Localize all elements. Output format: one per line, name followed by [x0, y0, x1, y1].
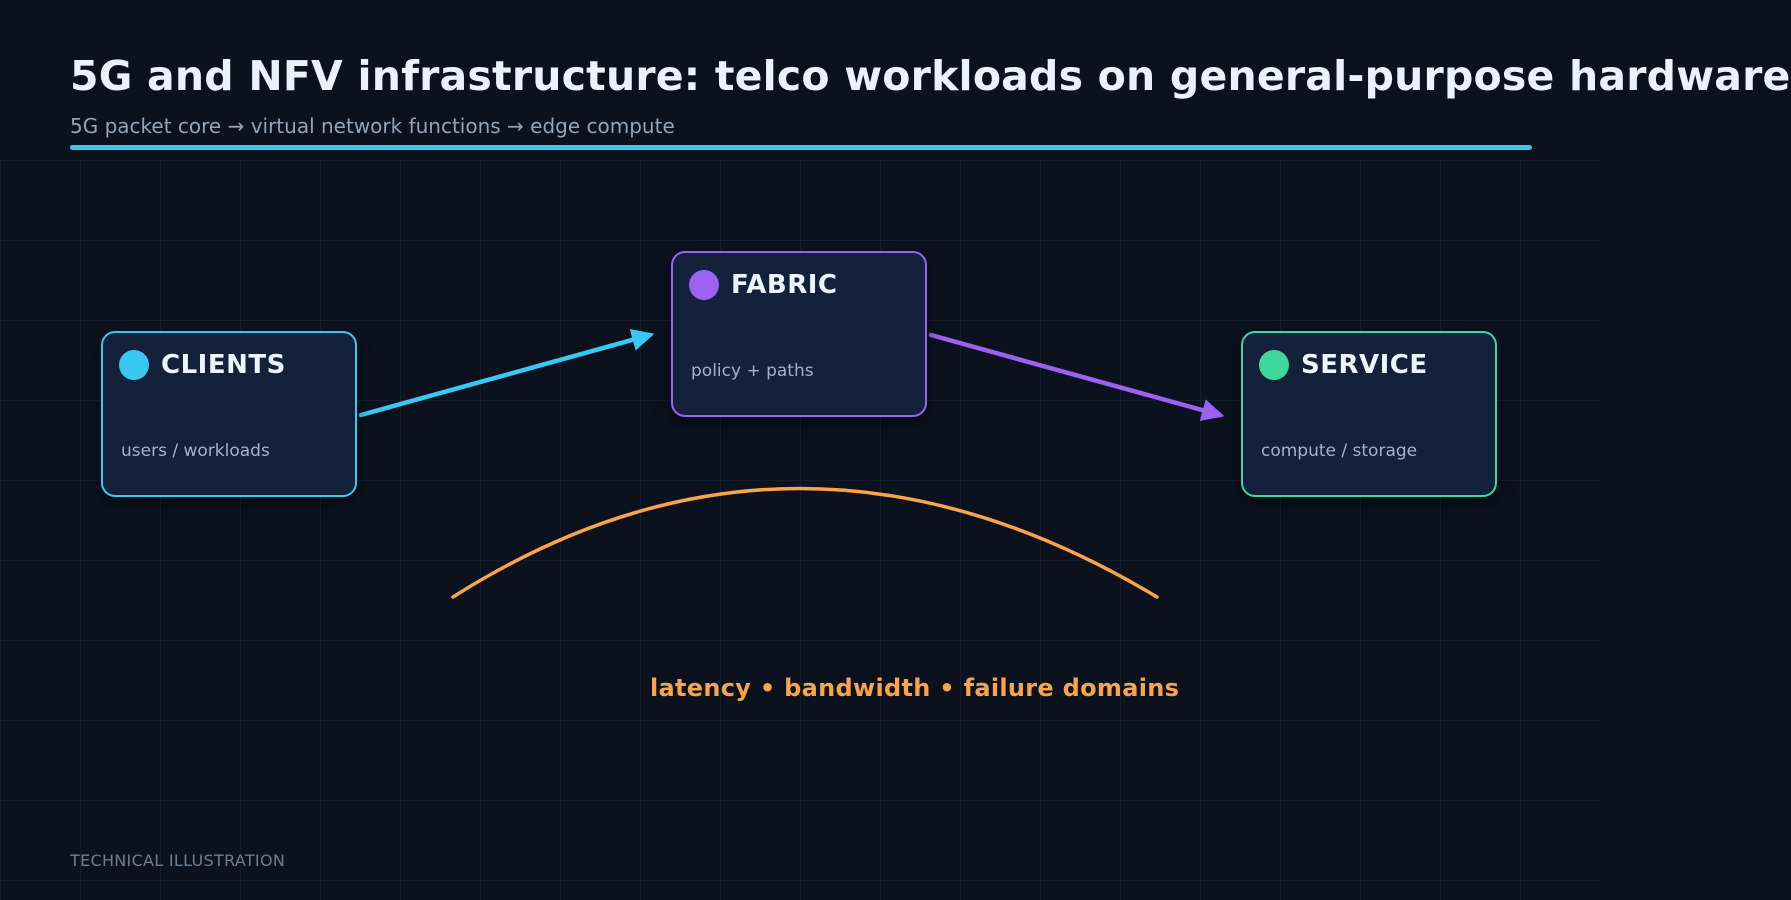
node-clients-title: CLIENTS [161, 350, 286, 380]
node-service-description: compute / storage [1261, 441, 1418, 461]
node-service-title: SERVICE [1301, 350, 1428, 380]
constraint-annotation: latency • bandwidth • failure domains [650, 674, 1180, 702]
constraint-arc [451, 486, 1159, 599]
connector-fabric-to-service [928, 332, 1225, 422]
diagram-page: 5G and NFV infrastructure: telco workloa… [0, 52, 1791, 900]
node-fabric-description: policy + paths [691, 361, 814, 381]
diagram-canvas [358, 328, 1225, 599]
node-service[interactable]: SERVICE compute / storage [1241, 331, 1497, 497]
connector-clients-to-fabric [358, 328, 655, 418]
node-fabric-title: FABRIC [731, 270, 838, 300]
page-title: 5G and NFV infrastructure: telco workloa… [70, 52, 1791, 100]
footer-label: TECHNICAL ILLUSTRATION [70, 851, 286, 870]
fabric-indicator-icon [689, 270, 719, 300]
node-clients-description: users / workloads [121, 441, 270, 461]
clients-indicator-icon [119, 350, 149, 380]
service-indicator-icon [1259, 350, 1289, 380]
page-subtitle: 5G packet core → virtual network functio… [70, 114, 675, 138]
node-clients[interactable]: CLIENTS users / workloads [101, 331, 357, 497]
node-fabric[interactable]: FABRIC policy + paths [671, 251, 927, 417]
title-underline [70, 145, 1532, 150]
